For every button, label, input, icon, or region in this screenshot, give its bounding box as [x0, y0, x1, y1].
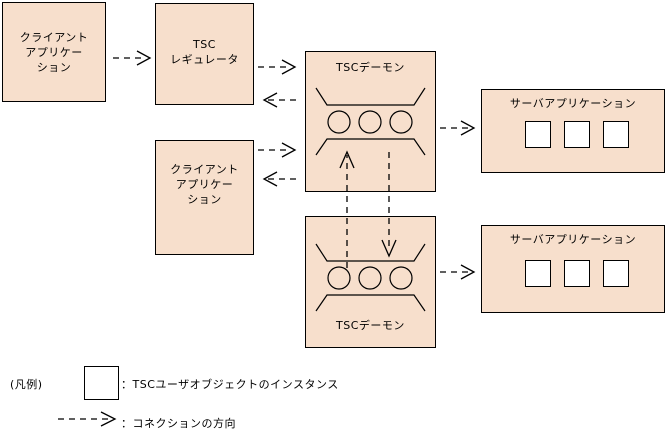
instance-square: [525, 121, 551, 148]
node-server-app-1-label: サーバアプリケーション: [509, 97, 637, 110]
instance-square: [564, 260, 590, 287]
connector-regulator-to-daemon1: [258, 59, 297, 75]
connector-daemon2-to-server2: [440, 264, 476, 280]
connector-client1-to-regulator: [113, 50, 152, 66]
legend-item-1-label: ：TSCユーザオブジェクトのインスタンス: [121, 378, 339, 391]
connector-daemon1-to-server1: [440, 120, 476, 136]
legend-item-2-label: ：コネクションの方向: [121, 417, 236, 430]
connector-client2-to-daemon1: [258, 142, 297, 158]
connector-daemon1-to-regulator: [262, 92, 301, 108]
connector-daemon1-to-client2: [262, 171, 301, 187]
instance-square: [603, 121, 629, 148]
node-tsc-daemon-1-label: TSCデーモン: [336, 61, 405, 74]
node-client-app-2: [155, 140, 254, 255]
instance-square: [564, 121, 590, 148]
legend-instance-square: [84, 366, 119, 400]
node-client-app-1: [2, 2, 106, 102]
node-tsc-regulator: [155, 3, 254, 105]
instance-square: [525, 260, 551, 287]
node-server-app-2-label: サーバアプリケーション: [509, 233, 637, 246]
instance-square: [603, 260, 629, 287]
node-client-app-2-label: クライアント アプリケー ション: [170, 163, 239, 206]
legend-dashed-arrow-icon: [58, 411, 117, 427]
node-client-app-1-label: クライアント アプリケー ション: [19, 31, 89, 74]
node-tsc-regulator-label: TSC レギュレータ: [170, 38, 239, 66]
legend-heading: (凡例): [10, 378, 43, 391]
node-tsc-daemon-2-label: TSCデーモン: [336, 319, 405, 332]
